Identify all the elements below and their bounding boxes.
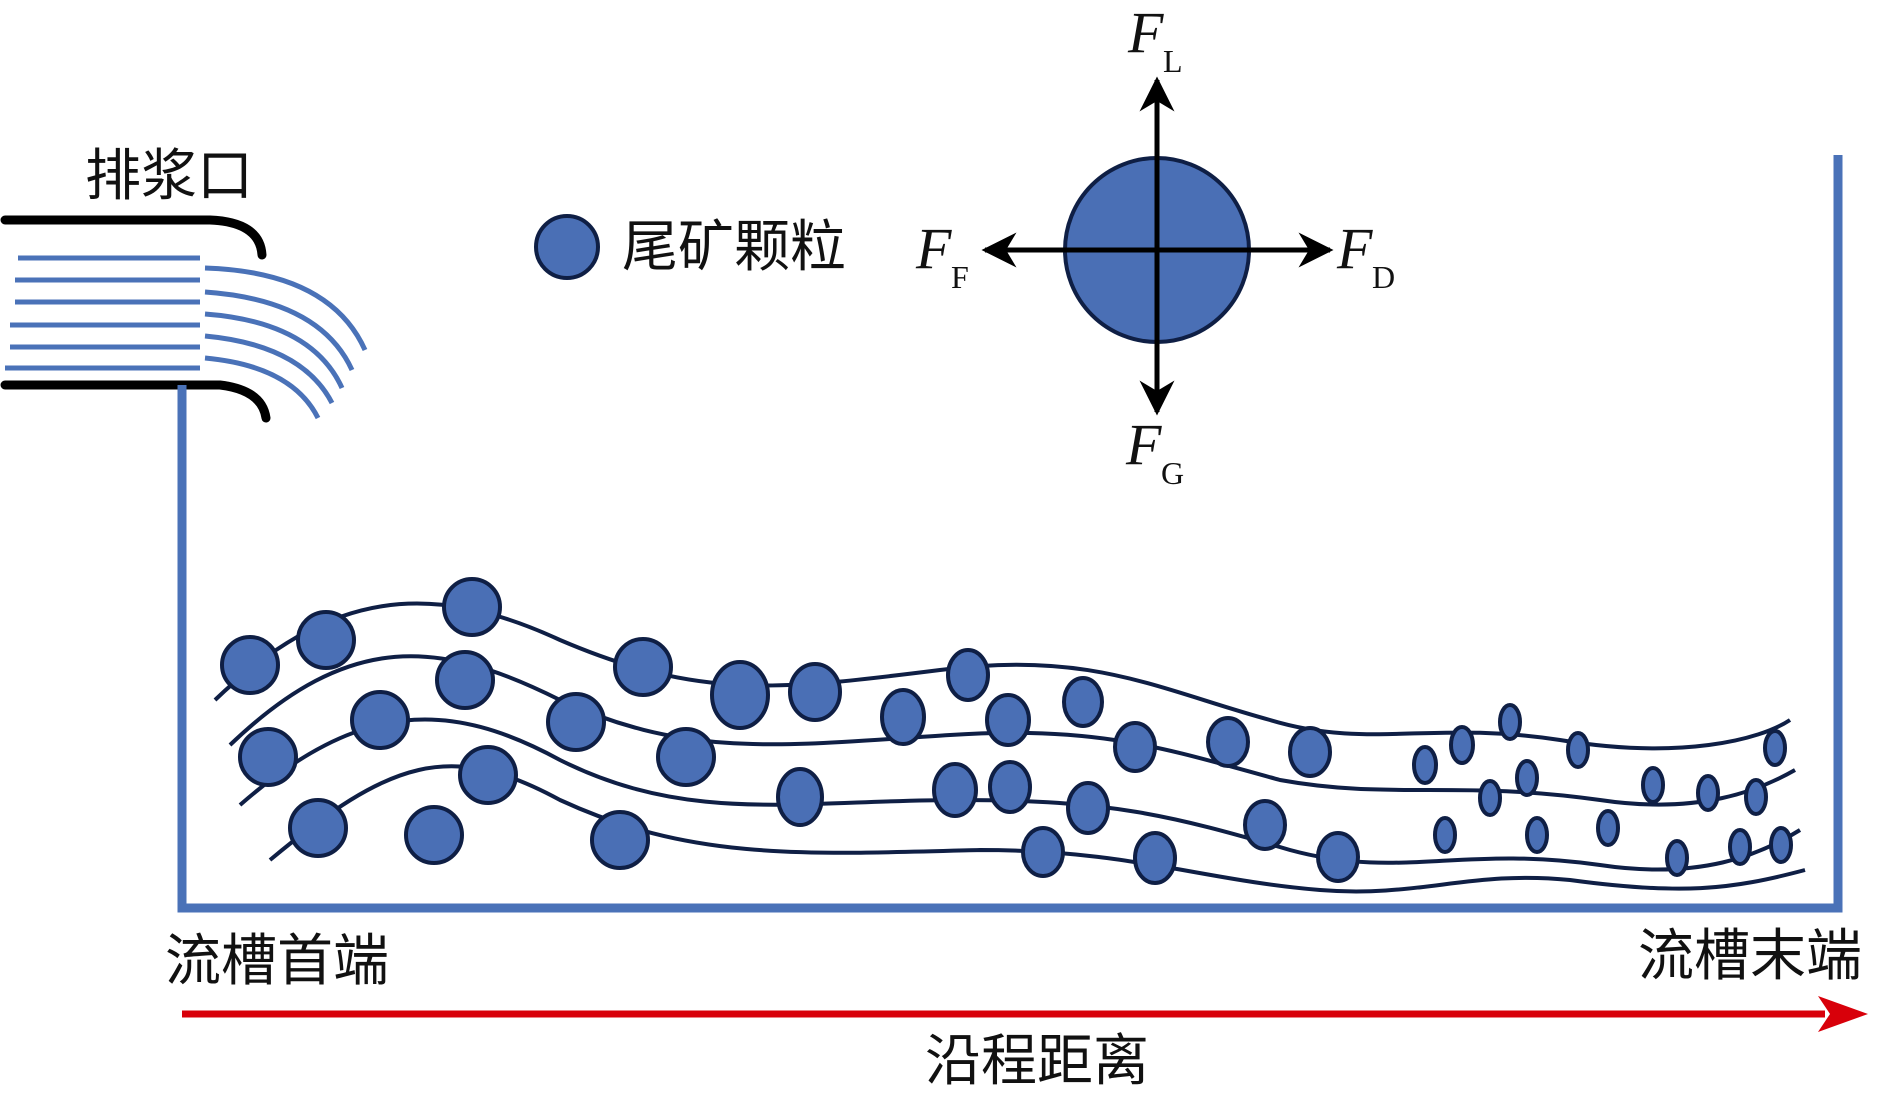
particle (880, 688, 926, 746)
flume-container (177, 155, 1843, 913)
svg-text:F: F (951, 259, 969, 295)
legend-label: 尾矿颗粒 (622, 215, 846, 280)
drag-label: F D (1336, 216, 1395, 295)
particle (590, 810, 650, 870)
force-diagram: F L F D F F F G (915, 0, 1395, 491)
particle (613, 637, 673, 697)
particle (1596, 809, 1620, 847)
particle (788, 662, 842, 722)
particle (1728, 828, 1752, 866)
particle (1316, 831, 1360, 883)
particle (442, 577, 502, 637)
svg-text:F: F (1125, 412, 1162, 477)
particle (1449, 725, 1475, 765)
particle (1769, 826, 1793, 864)
particle (238, 727, 298, 787)
lift-label: F L (1127, 0, 1183, 79)
flume-start-label: 流槽首端 (165, 929, 389, 994)
legend: 尾矿颗粒 (534, 214, 846, 280)
particle (946, 648, 990, 702)
outlet-pipe (0, 215, 368, 423)
particle (656, 727, 716, 787)
particle (1665, 839, 1689, 877)
particle (776, 767, 824, 827)
particle (1498, 703, 1522, 741)
particle (350, 690, 410, 750)
particle (1062, 676, 1104, 728)
particle (546, 692, 606, 752)
outlet-label: 排浆口 (85, 144, 253, 209)
particle (1478, 779, 1502, 817)
particle (1696, 774, 1720, 812)
svg-text:D: D (1372, 259, 1395, 295)
particle (1206, 716, 1250, 768)
particle (1412, 745, 1438, 785)
svg-text:F: F (1336, 216, 1373, 281)
particle (435, 650, 495, 710)
particle (932, 762, 978, 818)
particle (1515, 759, 1539, 797)
particle (1288, 726, 1332, 778)
particle (1113, 721, 1157, 773)
particle (710, 660, 770, 730)
particle (220, 635, 280, 695)
particle (404, 805, 464, 865)
svg-text:G: G (1161, 455, 1184, 491)
svg-text:F: F (915, 216, 952, 281)
flume-end-label: 流槽末端 (1638, 924, 1862, 989)
outlet-bottom-wall (0, 380, 271, 423)
particle (1433, 816, 1457, 854)
particle (1525, 816, 1549, 854)
outlet-flow-lines (5, 255, 368, 420)
particle (988, 760, 1032, 814)
gravity-label: F G (1125, 412, 1184, 491)
outlet-top-wall (0, 215, 267, 260)
particle (458, 745, 518, 805)
particle (1744, 778, 1768, 816)
particle (1021, 826, 1065, 878)
particle (1641, 766, 1665, 804)
streamline-2 (228, 654, 1796, 807)
svg-text:L: L (1163, 43, 1183, 79)
particles (220, 577, 1793, 885)
particle (1243, 799, 1287, 851)
svg-text:F: F (1127, 0, 1164, 65)
particle (1133, 831, 1177, 885)
particle (1763, 729, 1787, 767)
particle (1566, 731, 1590, 769)
arrow-right-icon (182, 996, 1868, 1032)
particle-circle-icon (534, 214, 600, 280)
particle (296, 610, 356, 670)
particle (1066, 781, 1110, 835)
particle (985, 693, 1031, 747)
friction-label: F F (915, 216, 969, 295)
particle (288, 798, 348, 858)
axis-label: 沿程距离 (925, 1029, 1149, 1094)
